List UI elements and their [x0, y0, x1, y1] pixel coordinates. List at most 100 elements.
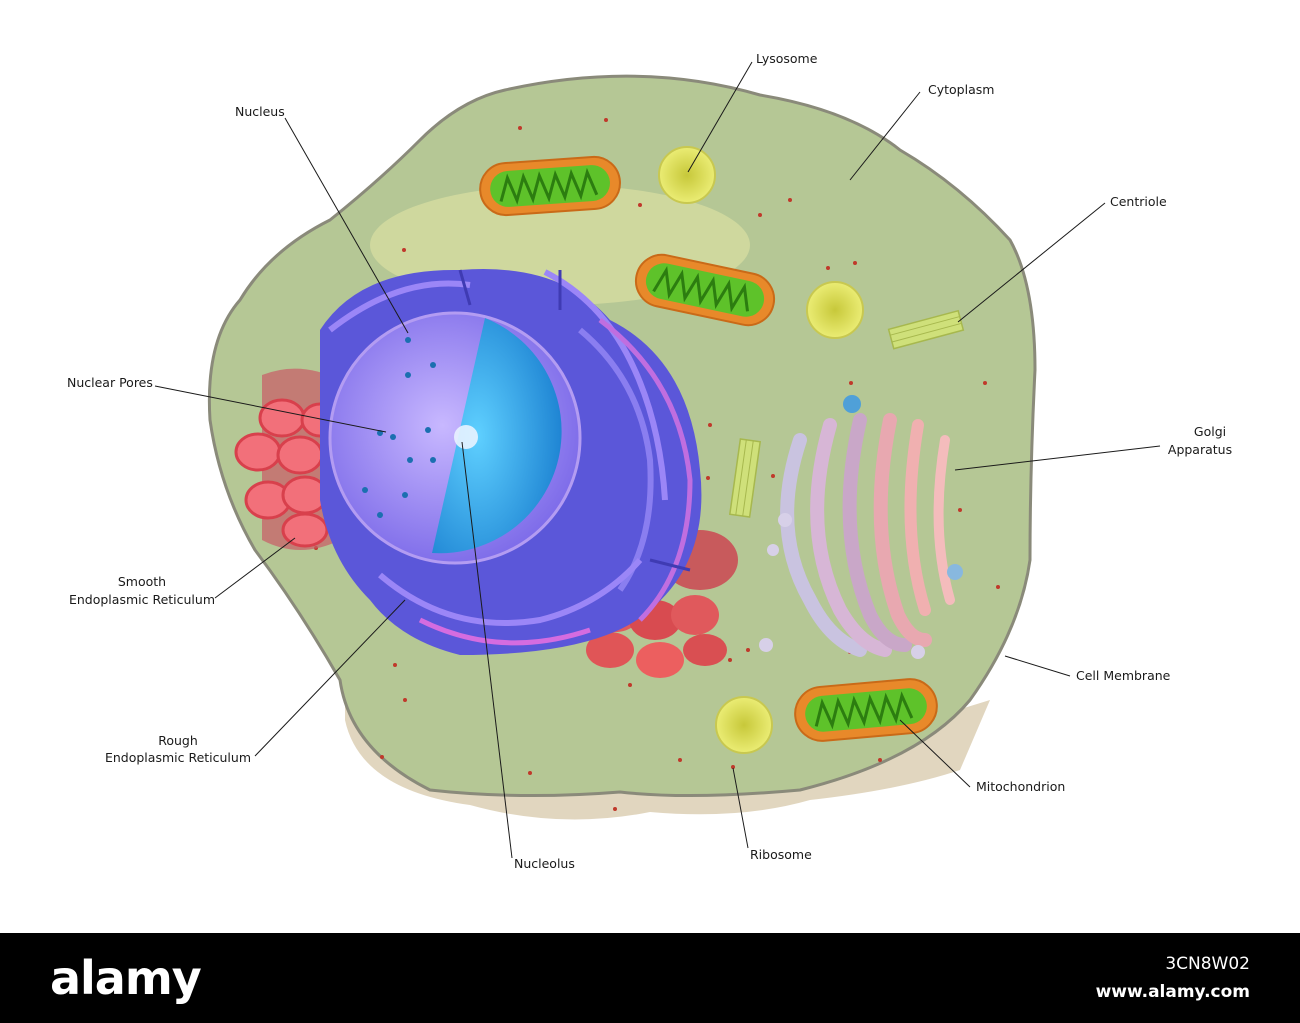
- ribosome-dot: [849, 381, 853, 385]
- nuclear-pore: [407, 457, 413, 463]
- ribosome-dot: [403, 698, 407, 702]
- smooth-er-ring: [281, 512, 329, 548]
- nuclear-pore-dots: [362, 337, 436, 518]
- ribosome-dot: [638, 203, 642, 207]
- leader-golgi: [954, 445, 1161, 471]
- ribosome-dot: [604, 118, 608, 122]
- nuclear-pore: [390, 434, 396, 440]
- leader-nucleus: [284, 117, 409, 334]
- golgi-vesicle: [947, 564, 963, 580]
- golgi-apparatus: [759, 395, 963, 659]
- leader-smooth-er: [214, 537, 296, 599]
- ribosome-dot: [958, 508, 962, 512]
- mitochondrion-2: [634, 253, 776, 327]
- label-smooth-er-line2: Endoplasmic Reticulum: [69, 592, 215, 607]
- lysosome: [806, 281, 864, 339]
- watermark-image-id: 3CN8W02: [1165, 954, 1250, 974]
- rough-er-fold: [543, 269, 668, 501]
- golgi-cisterna: [873, 413, 932, 647]
- centrioles: [728, 309, 965, 518]
- label-nucleolus: Nucleolus: [514, 856, 575, 871]
- ribosome-dot: [788, 198, 792, 202]
- ribosome-dot: [402, 248, 406, 252]
- label-nuclear-pores: Nuclear Pores: [67, 375, 153, 390]
- ribosome-dot: [758, 213, 762, 217]
- ribosome-dot: [678, 758, 682, 762]
- label-mitochondrion: Mitochondrion: [976, 779, 1065, 794]
- rough-er-fold: [578, 327, 654, 592]
- ribosome-dot: [706, 476, 710, 480]
- smooth-er-lobe: [586, 632, 634, 668]
- watermark-logo: alamy: [50, 951, 202, 1005]
- golgi-cisterna: [810, 418, 892, 657]
- golgi-vesicle: [843, 395, 861, 413]
- nuclear-pore: [377, 512, 383, 518]
- ribosome-dot: [393, 663, 397, 667]
- leader-cytoplasm: [849, 91, 921, 181]
- ribosome-dot: [613, 807, 617, 811]
- ribosome-dot: [628, 683, 632, 687]
- mitochondrion-cristae: [499, 167, 599, 205]
- ribosome-dot: [746, 648, 750, 652]
- mitochondria: [479, 155, 938, 742]
- leader-lysosome: [687, 61, 753, 173]
- nucleolus-body: [454, 425, 478, 449]
- golgi-vesicle: [767, 544, 779, 556]
- golgi-cisterna: [904, 419, 931, 616]
- smooth-er-ring: [276, 435, 324, 475]
- rough-er-fold: [598, 318, 693, 622]
- smooth-er-ring: [234, 432, 282, 472]
- label-nucleus: Nucleus: [235, 104, 285, 119]
- lysosome: [715, 696, 773, 754]
- leader-ribosome: [732, 767, 749, 849]
- lysosomes: [658, 146, 864, 754]
- label-golgi-line2: Apparatus: [1168, 442, 1232, 457]
- ribosome-dot: [518, 126, 522, 130]
- ribosome-dot: [708, 423, 712, 427]
- nuclear-pore: [405, 372, 411, 378]
- mitochondrion-cristae: [652, 266, 749, 313]
- label-smooth-er-line1: Smooth: [118, 574, 166, 589]
- smooth-er-lobe: [636, 642, 684, 678]
- ribosome-dot: [728, 658, 732, 662]
- ribosome-dot: [983, 381, 987, 385]
- nucleus-cut-section: [432, 318, 562, 554]
- ribosome-dot: [731, 765, 735, 769]
- smooth-er-ring: [258, 398, 306, 438]
- smooth-er-lobe: [671, 595, 719, 635]
- leader-nucleolus: [461, 441, 513, 859]
- ribosome-dot: [771, 474, 775, 478]
- leader-nuclear-pores: [154, 385, 387, 433]
- golgi-vesicle: [759, 638, 773, 652]
- label-centriole: Centriole: [1110, 194, 1167, 209]
- ribosome-dot: [878, 758, 882, 762]
- nuclear-pore: [362, 487, 368, 493]
- rough-er-fold: [458, 269, 472, 306]
- mitochondrion-3: [794, 678, 938, 742]
- golgi-cisterna: [842, 413, 912, 652]
- ribosomes: [314, 118, 1000, 811]
- mitochondrion-cristae: [814, 691, 914, 730]
- centriole-tube: [728, 438, 762, 518]
- ribosome-dot: [380, 755, 384, 759]
- rough-er-fold: [328, 280, 471, 333]
- labels: Nucleus Lysosome Cytoplasm Centriole Nuc…: [67, 51, 1232, 871]
- nucleus: [328, 311, 582, 565]
- leader-centriole: [957, 202, 1106, 323]
- nuclear-pore: [405, 337, 411, 343]
- ribosome-dot: [826, 266, 830, 270]
- ribosome-dot: [853, 261, 857, 265]
- label-rough-er-line1: Rough: [158, 733, 198, 748]
- rough-er-fold: [649, 558, 691, 572]
- label-rough-er-line2: Endoplasmic Reticulum: [105, 750, 251, 765]
- watermark-url: www.alamy.com: [1095, 982, 1250, 1002]
- nuclear-pore: [425, 427, 431, 433]
- leader-lines: [154, 61, 1161, 859]
- mitochondrion-1: [479, 155, 621, 217]
- label-golgi-line1: Golgi: [1194, 424, 1226, 439]
- cell-diagram: Nucleus Lysosome Cytoplasm Centriole Nuc…: [67, 51, 1232, 871]
- nuclear-pore: [402, 492, 408, 498]
- label-cytoplasm: Cytoplasm: [928, 82, 994, 97]
- nuclear-pore: [430, 457, 436, 463]
- golgi-cisterna: [780, 433, 867, 657]
